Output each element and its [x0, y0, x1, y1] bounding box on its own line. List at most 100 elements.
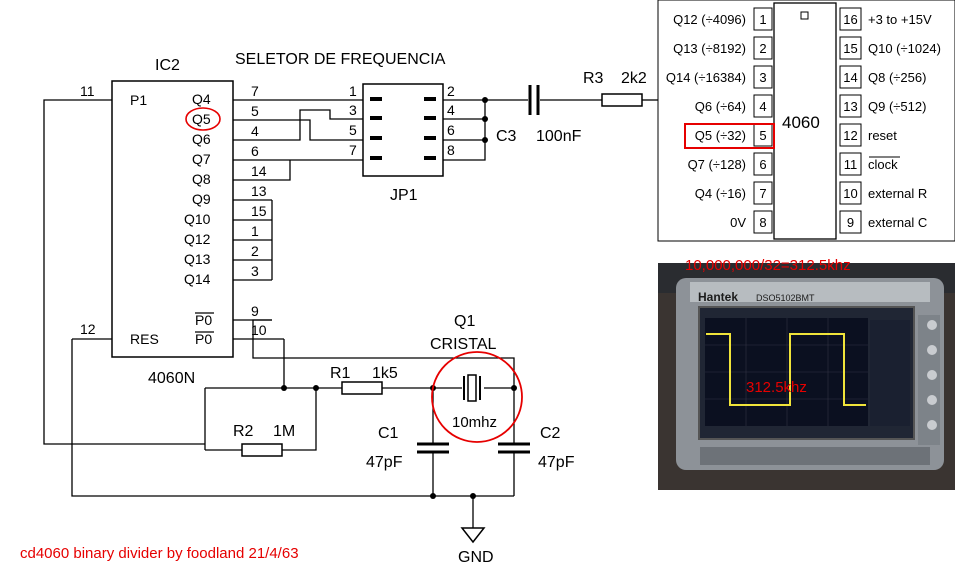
pinout-left-label-3: Q14 (÷16384) — [666, 70, 746, 85]
r1-value: 1k5 — [372, 365, 398, 382]
jumper-name: JP1 — [390, 187, 418, 204]
chip-name: 4060 — [782, 113, 820, 132]
pinout-right-label-14: Q8 (÷256) — [868, 70, 926, 85]
ic-pin-label-res: RES — [130, 331, 159, 347]
pinout-right-box-10 — [839, 181, 862, 205]
pinout-right-box-13 — [839, 94, 862, 118]
ic-pin-label-q13: Q13 — [184, 251, 211, 267]
r3-value: 2k2 — [621, 70, 647, 87]
credit-line: cd4060 binary divider by foodland 21/4/6… — [20, 545, 299, 562]
chip-outline — [773, 2, 837, 240]
ic-pin-num-4: 4 — [251, 123, 259, 139]
scope-brand: Hantek — [698, 290, 738, 304]
crystal-body — [467, 374, 477, 402]
pinout-right-box-11 — [839, 152, 862, 176]
r1-name: R1 — [330, 365, 351, 382]
ic-pin-label-q6: Q6 — [192, 131, 211, 147]
pinout-right-box-14 — [839, 65, 862, 89]
selector-junctions — [482, 97, 488, 143]
pinout-right-label-10: external R — [868, 186, 927, 201]
pinout-left-box-8 — [753, 210, 773, 234]
jp-pin-3: 3 — [349, 102, 357, 118]
q5-pin-highlight — [684, 123, 775, 149]
pinout-right-label-15: Q10 (÷1024) — [868, 41, 941, 56]
ic-pin-num-6: 6 — [251, 143, 259, 159]
pinout-left-num-4: 4 — [759, 99, 766, 114]
ic-pin-label-q5: Q5 — [192, 111, 211, 127]
ic-pin-num-7: 7 — [251, 83, 259, 99]
ic-pin-num-15: 15 — [251, 203, 267, 219]
ic-part-number: 4060N — [148, 370, 195, 387]
pinout-right-num-12: 12 — [843, 128, 857, 143]
pinout-left-num-7: 7 — [759, 186, 766, 201]
pinout-right-box-12 — [839, 123, 862, 147]
scope-caption: 10,000,000/32=312.5khz — [685, 257, 851, 274]
pinout-left-box-4 — [753, 94, 773, 118]
chip-notch — [800, 11, 809, 20]
ic-pin-label-p0-bar: P0 — [195, 331, 212, 347]
ic-pin-num-10: 10 — [251, 322, 267, 338]
pinout-right-label-9: external C — [868, 215, 927, 230]
crystal-frequency: 10mhz — [452, 414, 497, 431]
pinout-left-num-3: 3 — [759, 70, 766, 85]
ic-pin-label-q10: Q10 — [184, 211, 211, 227]
pinout-left-box-2 — [753, 36, 773, 60]
pinout-left-label-4: Q6 (÷64) — [695, 99, 746, 114]
pinout-left-box-6 — [753, 152, 773, 176]
scope-model: DSO5102BMT — [756, 293, 815, 303]
pinout-left-num-6: 6 — [759, 157, 766, 172]
jumper-body — [362, 83, 444, 177]
pinout-left-label-2: Q13 (÷8192) — [673, 41, 746, 56]
pinout-right-num-15: 15 — [843, 41, 857, 56]
pinout-right-box-16 — [839, 7, 862, 31]
c3-value: 100nF — [536, 128, 582, 145]
ground-symbol — [460, 527, 486, 544]
pinout-left-num-1: 1 — [759, 12, 766, 27]
ic-pin-num-11: 11 — [80, 83, 95, 99]
ic-pin-label-q7: Q7 — [192, 151, 211, 167]
pinout-right-num-14: 14 — [843, 70, 857, 85]
crystal-highlight-circle — [431, 351, 523, 443]
jp-pin-4: 4 — [447, 102, 455, 118]
pinout-right-num-9: 9 — [847, 215, 854, 230]
scope-photo — [658, 263, 955, 490]
selector-wires — [270, 99, 658, 280]
pinout-right-label-12: reset — [868, 128, 897, 143]
pinout-left-num-8: 8 — [759, 215, 766, 230]
r2-name: R2 — [233, 423, 254, 440]
q1-type: CRISTAL — [430, 336, 496, 353]
pinout-left-box-7 — [753, 181, 773, 205]
pinout-left-num-2: 2 — [759, 41, 766, 56]
pinout-left-label-6: Q7 (÷128) — [688, 157, 746, 172]
ic-pin-num-1: 1 — [251, 223, 259, 239]
q1-name: Q1 — [454, 313, 475, 330]
c3-name: C3 — [496, 128, 517, 145]
ic-pin-label-q12: Q12 — [184, 231, 211, 247]
selector-title: SELETOR DE FREQUENCIA — [235, 51, 446, 68]
pinout-left-label-7: Q4 (÷16) — [695, 186, 746, 201]
c2-value: 47pF — [538, 454, 575, 471]
oscillator-wires — [43, 99, 515, 528]
pinout-left-box-1 — [753, 7, 773, 31]
oscillator-junctions — [281, 385, 517, 499]
pinout-left-label-5: Q5 (÷32) — [695, 128, 746, 143]
ic-pin-num-3: 3 — [251, 263, 259, 279]
jp-pin-5: 5 — [349, 122, 357, 138]
ic-pin-label-q9: Q9 — [192, 191, 211, 207]
ic-pin-label-q4: Q4 — [192, 91, 211, 107]
r1-body — [341, 381, 383, 395]
pinout-right-num-13: 13 — [843, 99, 857, 114]
pinout-left-box-3 — [753, 65, 773, 89]
ic-pin-num-2: 2 — [251, 243, 259, 259]
pinout-right-label-16: +3 to +15V — [868, 12, 932, 27]
pinout-right-box-15 — [839, 36, 862, 60]
ic-pin-label-q14: Q14 — [184, 271, 211, 287]
scope-reading: 312.5khz — [746, 379, 807, 396]
pinout-left-num-5: 5 — [759, 128, 766, 143]
ic-pin-num-5: 5 — [251, 103, 259, 119]
pinout-right-box-9 — [839, 210, 862, 234]
c1-name: C1 — [378, 425, 399, 442]
ic-pin-label-p0: P0 — [195, 312, 212, 328]
jp-pin-8: 8 — [447, 142, 455, 158]
